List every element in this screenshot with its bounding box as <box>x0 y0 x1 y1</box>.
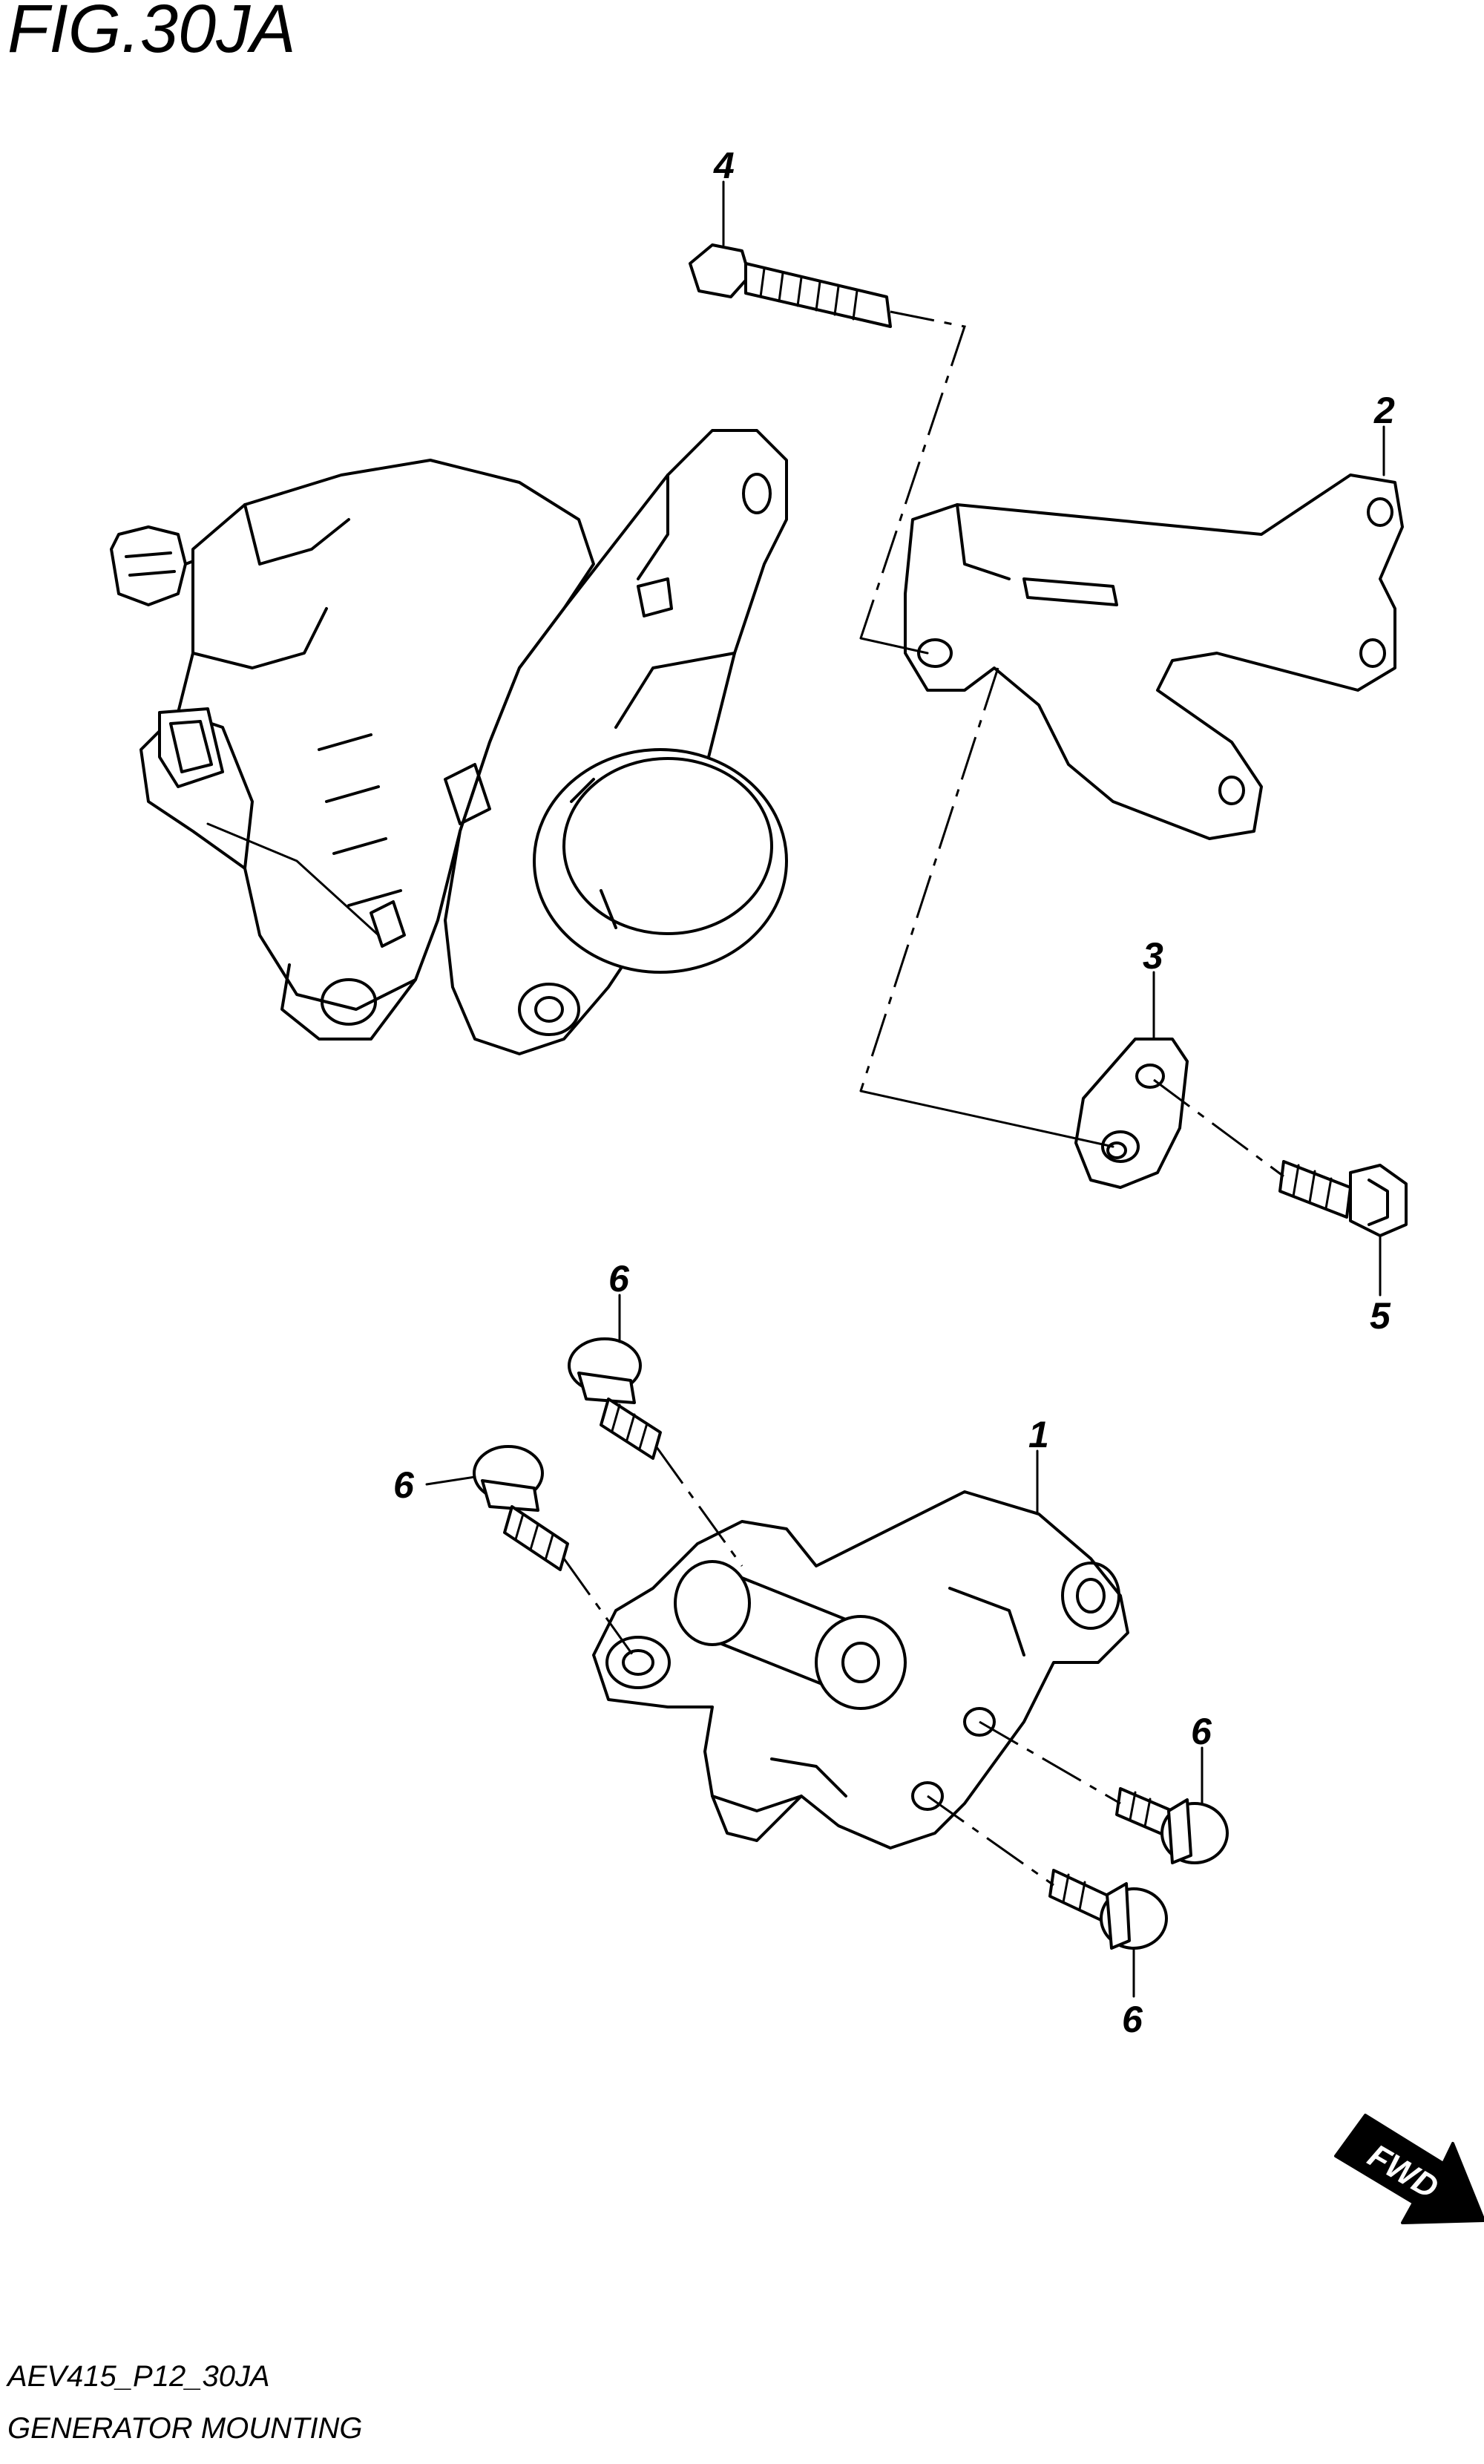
callout-5: 5 <box>1370 1295 1391 1337</box>
callout-6-left: 6 <box>393 1464 415 1506</box>
callout-4: 4 <box>713 145 735 186</box>
assembly-lines <box>206 310 1284 1887</box>
bolt-6-top-part <box>568 1337 662 1460</box>
bolt-4-part <box>689 243 892 328</box>
bolt-6-right-lower-part <box>1048 1869 1168 1950</box>
callout-3: 3 <box>1143 935 1163 977</box>
callout-1: 1 <box>1028 1414 1049 1455</box>
bolt-6-left-part <box>473 1445 569 1571</box>
bracket-2-part <box>904 474 1404 840</box>
callout-2: 2 <box>1373 390 1395 431</box>
bracket-1-part <box>592 1490 1129 1849</box>
callout-6-right-upper: 6 <box>1191 1711 1212 1752</box>
spacer-3-part <box>1074 1038 1189 1189</box>
fwd-arrow-icon: FWD <box>1334 2114 1484 2224</box>
generator-part <box>110 429 788 1055</box>
figure-title: FIG.30JA <box>7 0 296 67</box>
figure-code: AEV415_P12_30JA <box>6 2360 270 2393</box>
figure-caption: GENERATOR MOUNTING <box>7 2412 363 2445</box>
bolt-6-right-upper-part <box>1115 1787 1229 1864</box>
callout-6-top: 6 <box>608 1258 630 1300</box>
callout-leaders <box>425 180 1385 1998</box>
bolt-5-part <box>1278 1160 1408 1237</box>
callout-6-right-lower: 6 <box>1122 1999 1143 2040</box>
